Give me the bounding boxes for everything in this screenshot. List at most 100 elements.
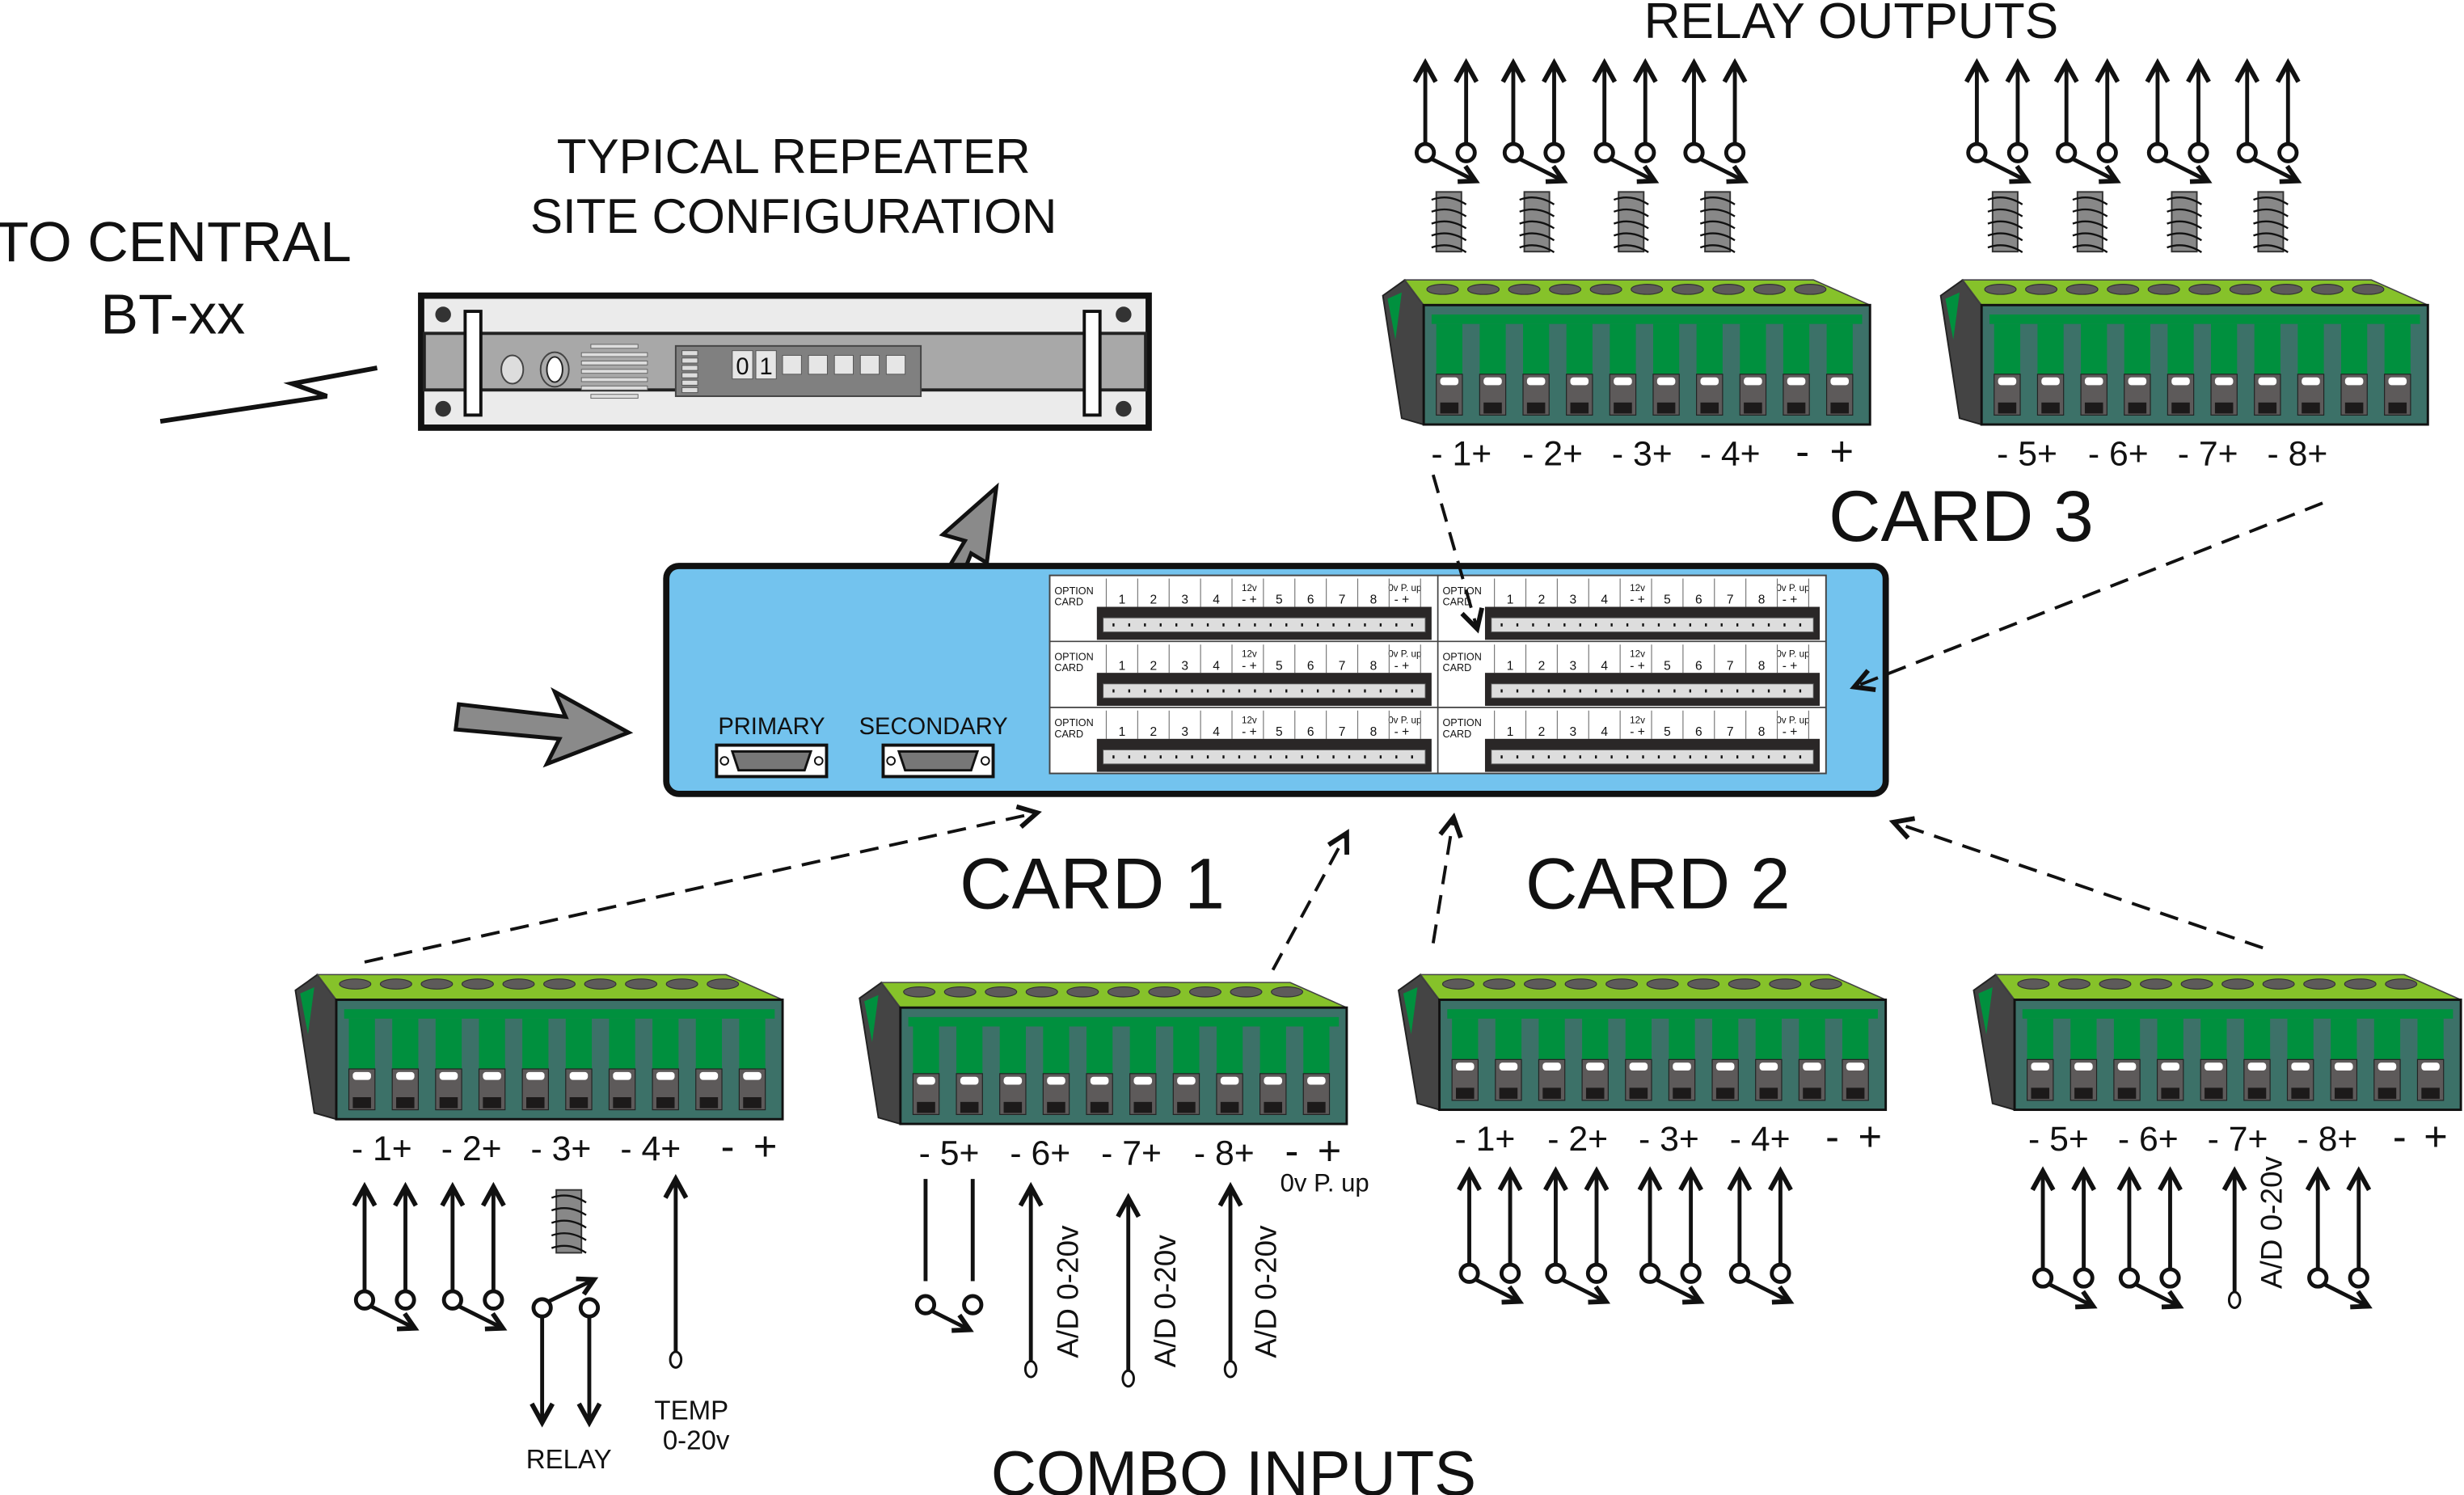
connector-pin bbox=[1191, 689, 1193, 693]
primary-port-connector bbox=[730, 750, 813, 772]
connector-pin bbox=[1348, 689, 1351, 693]
block-finger bbox=[1086, 1026, 1113, 1077]
connector-pin bbox=[1500, 755, 1503, 759]
connector-pin bbox=[1799, 623, 1802, 627]
terminal-number: 8 bbox=[1758, 593, 1766, 607]
terminal-clamp bbox=[1495, 1058, 1522, 1101]
terminal-number: 7 bbox=[1727, 593, 1734, 607]
indicator-led-icon bbox=[681, 386, 698, 394]
terminal-label: - 2+ bbox=[1522, 435, 1583, 474]
coil-winding bbox=[551, 1232, 587, 1241]
connector-pin bbox=[1301, 623, 1303, 627]
supply-polarity-label: - + bbox=[1242, 725, 1257, 739]
screw-hole-icon bbox=[1631, 284, 1664, 295]
contact-pair bbox=[2030, 1166, 2098, 1310]
clamp-screw-slot bbox=[1499, 1087, 1518, 1099]
screw-hole-icon bbox=[1549, 284, 1582, 295]
contact-terminal-icon bbox=[1545, 1262, 1567, 1284]
clamp-screw-slot bbox=[1830, 402, 1849, 414]
switch-arrow-icon bbox=[1681, 1285, 1705, 1305]
radio-link-bolt-icon bbox=[159, 365, 378, 424]
terminal-number: 8 bbox=[1370, 593, 1378, 607]
switch-arrow-icon bbox=[1588, 1285, 1611, 1305]
screw-hole-icon bbox=[502, 978, 535, 990]
connector-pin bbox=[1532, 755, 1534, 759]
analog-input: A/D 0-20v bbox=[1116, 1193, 1182, 1388]
contact-terminal-icon bbox=[1635, 141, 1656, 163]
connector-pin bbox=[1175, 755, 1178, 759]
connector-pin bbox=[1689, 689, 1692, 693]
clamp-screw-slot bbox=[2247, 1087, 2267, 1099]
primary-label: PRIMARY bbox=[718, 714, 825, 740]
terminal-number: 5 bbox=[1276, 725, 1283, 739]
clamp-window bbox=[483, 1071, 501, 1080]
terminal-number: 7 bbox=[1339, 725, 1346, 739]
connector-pin bbox=[1500, 623, 1503, 627]
dashed-connection-line bbox=[1431, 817, 1456, 944]
coil-winding bbox=[2253, 244, 2289, 253]
switch-contact-icon bbox=[2323, 1282, 2366, 1307]
clamp-window bbox=[1656, 377, 1676, 386]
clamp-window bbox=[1673, 1062, 1691, 1071]
clamp-screw-slot bbox=[2335, 1087, 2353, 1099]
clamp-window bbox=[1585, 1062, 1605, 1071]
arrow-up-icon bbox=[1964, 57, 1989, 83]
terminal-label: - bbox=[1795, 429, 1809, 475]
contact-pair bbox=[1457, 1166, 1525, 1305]
block-finger bbox=[652, 1018, 679, 1070]
connector-pin bbox=[1411, 623, 1413, 627]
connector-pin bbox=[1395, 755, 1398, 759]
coil-winding bbox=[1519, 196, 1555, 205]
connector-pin bbox=[1112, 755, 1115, 759]
option-card-label: OPTION bbox=[1442, 717, 1481, 728]
block-finger bbox=[1303, 1026, 1330, 1077]
terminal-number: 5 bbox=[1276, 659, 1283, 673]
terminal-clamp bbox=[2070, 1058, 2098, 1101]
terminal-label: - 5+ bbox=[919, 1134, 980, 1173]
speaker-grille-slot bbox=[590, 344, 639, 349]
arrow-up-icon bbox=[2275, 57, 2301, 83]
connector-pin bbox=[1783, 623, 1786, 627]
connector-pin bbox=[1626, 755, 1629, 759]
contact-pair bbox=[1500, 57, 1568, 184]
arrow-up-icon bbox=[1768, 1166, 1793, 1192]
screw-hole-icon bbox=[2385, 978, 2418, 990]
terminal-clamp bbox=[2210, 374, 2238, 416]
arrow-up-icon bbox=[1722, 57, 1748, 83]
clamp-screw-slot bbox=[699, 1097, 719, 1109]
terminal-number: 6 bbox=[1695, 593, 1702, 607]
switch-arrow-icon bbox=[2189, 164, 2213, 184]
switch-arrow-icon bbox=[2074, 1290, 2098, 1310]
clamp-screw-slot bbox=[1700, 402, 1719, 414]
repeater-title-line2: SITE CONFIGURATION bbox=[530, 188, 1057, 243]
contact-terminal-icon bbox=[578, 1297, 601, 1319]
switch-contact-icon bbox=[1610, 157, 1653, 181]
coil-winding bbox=[2253, 220, 2289, 230]
screw-hole-icon bbox=[2229, 284, 2262, 295]
block-finger bbox=[348, 1018, 375, 1070]
switch-contact-icon bbox=[2048, 1282, 2091, 1307]
connector-pin bbox=[1222, 689, 1225, 693]
clamp-screw-slot bbox=[2258, 402, 2277, 414]
analog-input: A/D 0-20v bbox=[1018, 1181, 1085, 1379]
screw-hole-icon bbox=[625, 978, 658, 990]
dashed-connection-line bbox=[1854, 501, 2323, 689]
switch-contact-icon bbox=[1561, 1278, 1604, 1302]
terminal-label: - bbox=[2393, 1113, 2407, 1159]
terminal-number: 5 bbox=[1276, 593, 1283, 607]
clamp-screw-slot bbox=[2117, 1087, 2137, 1099]
contact-terminal-icon bbox=[1593, 141, 1615, 163]
block-side-tab bbox=[300, 986, 314, 1035]
terminal-clamp bbox=[2340, 374, 2368, 416]
terminal-number: 1 bbox=[1507, 725, 1514, 739]
clamp-screw-slot bbox=[1220, 1101, 1239, 1113]
option-card-label: OPTION bbox=[1442, 652, 1481, 663]
block-finger bbox=[1173, 1026, 1200, 1077]
clamp-window bbox=[656, 1071, 675, 1080]
connector-pin bbox=[1238, 755, 1241, 759]
contact-terminal-icon bbox=[1499, 1262, 1521, 1284]
connector-pin bbox=[1532, 689, 1534, 693]
pullup-polarity-label: - + bbox=[1394, 659, 1410, 673]
screw-hole-icon bbox=[1984, 284, 2017, 295]
